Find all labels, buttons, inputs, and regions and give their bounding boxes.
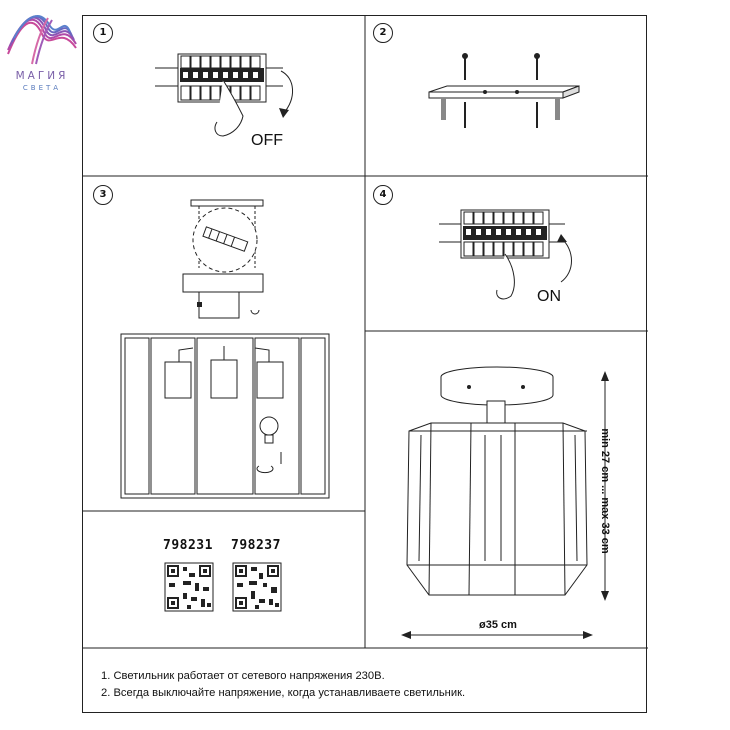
product-code-1: 798231 bbox=[163, 538, 213, 553]
brand-name: МАГИЯ bbox=[15, 70, 69, 82]
breaker-on-illustration bbox=[439, 209, 572, 300]
dimensions-panel: min 27 cm ... max 33 cm ø35 cm bbox=[365, 331, 648, 648]
step-3-number: 3 bbox=[93, 185, 113, 205]
step-4-number: 4 bbox=[373, 185, 393, 205]
brand-logo: МАГИЯ СВЕТА bbox=[2, 4, 82, 94]
connection-illustration bbox=[120, 199, 330, 499]
step-2-panel: 2 bbox=[365, 16, 648, 176]
mounting-bar-illustration bbox=[428, 53, 580, 128]
product-code-2: 798237 bbox=[231, 538, 281, 553]
note-2: 2. Всегда выключайте напряжение, когда у… bbox=[101, 687, 466, 699]
height-dimension-label: min 27 cm ... max 33 cm bbox=[599, 428, 611, 554]
step-1-number: 1 bbox=[93, 23, 113, 43]
step-1-panel: 1 OFF bbox=[83, 16, 365, 176]
step-2-number: 2 bbox=[373, 23, 393, 43]
breaker-off-illustration bbox=[155, 53, 293, 137]
step-4-caption: ON bbox=[537, 288, 561, 305]
grid-lines bbox=[83, 16, 648, 649]
instruction-sheet: 1 OFF 2 bbox=[82, 15, 648, 713]
fixture-dimension-drawing bbox=[401, 366, 609, 639]
product-codes-panel: 798231 798237 bbox=[83, 511, 365, 648]
note-1: 1. Светильник работает от сетевого напря… bbox=[101, 670, 385, 682]
step-4-panel: 4 ON bbox=[365, 176, 648, 331]
diameter-dimension-label: ø35 cm bbox=[479, 619, 517, 631]
qr-codes bbox=[164, 562, 282, 612]
qr-code-2-icon bbox=[232, 562, 282, 612]
brand-logo-mark bbox=[7, 15, 77, 65]
qr-code-1-icon bbox=[164, 562, 214, 612]
step-3-panel: 3 bbox=[83, 176, 365, 511]
step-1-caption: OFF bbox=[251, 132, 283, 149]
brand-tagline: СВЕТА bbox=[22, 84, 62, 92]
notes: 1. Светильник работает от сетевого напря… bbox=[101, 668, 465, 702]
